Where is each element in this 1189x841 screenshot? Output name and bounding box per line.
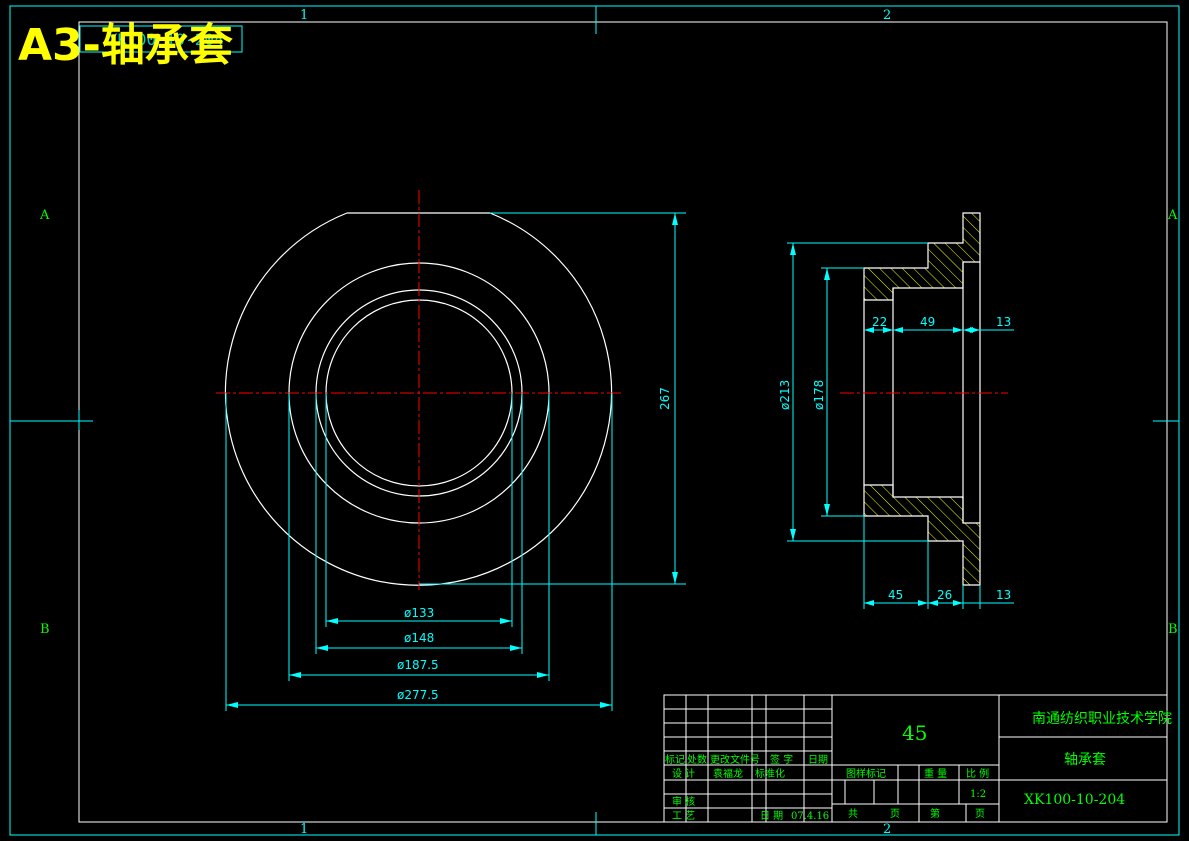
dim-49-label: 49 bbox=[920, 315, 935, 329]
tb-ratio: 比 例 bbox=[966, 767, 989, 780]
dim-22-label: 22 bbox=[872, 315, 887, 329]
tb-date-value: 07.4.16 bbox=[791, 811, 829, 822]
tb-change-doc: 更改文件号 bbox=[710, 753, 760, 766]
dim-26-arrow-l bbox=[928, 600, 938, 606]
dim-1875-arrow-l bbox=[289, 672, 301, 678]
tb-sign: 签 字 bbox=[770, 753, 793, 766]
dim-213-arrow-b bbox=[790, 529, 796, 541]
zone-top-2: 2 bbox=[883, 8, 891, 23]
tb-review: 审 核 bbox=[672, 795, 695, 808]
tb-weight: 重 量 bbox=[924, 767, 947, 780]
dim-213-label: ø213 bbox=[778, 380, 792, 410]
dim-45-arrow-r bbox=[918, 600, 928, 606]
dim-148-label: ø148 bbox=[404, 631, 434, 645]
inner-border bbox=[78, 21, 1168, 823]
dim-178-arrow-t bbox=[824, 268, 830, 280]
tb-standardize: 标准化 bbox=[755, 767, 785, 780]
title-block-text: 45 南通纺织职业技术学院 轴承套 XK100-10-204 标记 处数 更改文… bbox=[665, 711, 1172, 822]
title-block bbox=[663, 694, 1168, 823]
title-overlay-box bbox=[79, 25, 243, 53]
dim-49-arrow-r bbox=[953, 327, 963, 333]
tb-total: 共 bbox=[848, 808, 858, 820]
dim-2775-arrow-l bbox=[226, 702, 238, 708]
dim-267-label: 267 bbox=[658, 387, 672, 410]
outer-border bbox=[9, 5, 1180, 836]
dim-267-arrow-bot bbox=[672, 572, 678, 584]
part-name: 轴承套 bbox=[1064, 752, 1106, 768]
title-overlay-text: XK100-10-204 bbox=[108, 30, 224, 49]
dim-2775-label: ø277.5 bbox=[397, 688, 439, 702]
zone-bottom-1: 1 bbox=[300, 822, 308, 837]
zone-right-a: A bbox=[1167, 208, 1178, 223]
tb-page: 页 bbox=[890, 808, 900, 820]
dim-178-arrow-b bbox=[824, 504, 830, 516]
sheet-title: A3-轴承套 bbox=[18, 20, 233, 71]
dim-26-arrow-r bbox=[953, 600, 963, 606]
dim-213-arrow-t bbox=[790, 243, 796, 255]
tb-designer-name: 袁福龙 bbox=[713, 767, 743, 780]
dim-148-arrow-r bbox=[510, 645, 522, 651]
zone-left-a: A bbox=[39, 208, 50, 223]
outer-circle bbox=[224, 213, 612, 587]
tb-mark: 标记 bbox=[665, 754, 685, 766]
drawing-number: XK100-10-204 bbox=[1024, 792, 1125, 808]
dim-178-label: ø178 bbox=[812, 380, 826, 410]
dim-22-arrow-r bbox=[883, 327, 893, 333]
tb-sheet: 第 bbox=[930, 807, 940, 820]
tb-process: 工 艺 bbox=[672, 810, 695, 822]
tb-date2: 日 期 bbox=[760, 810, 783, 822]
dim-148-arrow-l bbox=[316, 645, 328, 651]
dim-133-arrow-r bbox=[500, 618, 512, 624]
dim-133-arrow-l bbox=[326, 618, 338, 624]
tb-design: 设 计 bbox=[672, 767, 695, 780]
dim-49-arrow-l bbox=[893, 327, 903, 333]
dim-1875-label: ø187.5 bbox=[397, 658, 439, 672]
side-view: ø213 ø178 22 49 13 45 26 13 bbox=[778, 212, 1014, 609]
tb-date: 日期 bbox=[808, 754, 828, 766]
zone-top-1: 1 bbox=[300, 8, 308, 23]
dim-267-arrow-top bbox=[672, 213, 678, 225]
tb-scale: 1:2 bbox=[970, 789, 986, 800]
dim-22-arrow-l bbox=[864, 327, 874, 333]
front-view: 267 ø133 ø148 ø187.5 ø277.5 bbox=[216, 190, 686, 711]
zone-right-b: B bbox=[1168, 622, 1178, 637]
dim-45-arrow-l bbox=[864, 600, 874, 606]
dim-133-label: ø133 bbox=[404, 606, 434, 620]
dim-13-top-label: 13 bbox=[996, 315, 1011, 329]
zone-bottom-2: 2 bbox=[883, 822, 891, 837]
material-label: 45 bbox=[902, 721, 927, 745]
outer-circle-arc bbox=[224, 212, 613, 586]
dim-13-arrow-r bbox=[970, 327, 980, 333]
dim-45-label: 45 bbox=[888, 588, 903, 602]
tb-page2: 页 bbox=[975, 808, 985, 820]
dim-26-label: 26 bbox=[937, 588, 952, 602]
dim-13-bottom-label: 13 bbox=[996, 588, 1011, 602]
dim-1875-arrow-r bbox=[537, 672, 549, 678]
school-name: 南通纺织职业技术学院 bbox=[1032, 711, 1172, 727]
tb-stage-mark: 图样标记 bbox=[846, 767, 886, 780]
zone-left-b: B bbox=[40, 622, 50, 637]
tb-count: 处数 bbox=[687, 753, 707, 766]
dim-2775-arrow-r bbox=[600, 702, 612, 708]
